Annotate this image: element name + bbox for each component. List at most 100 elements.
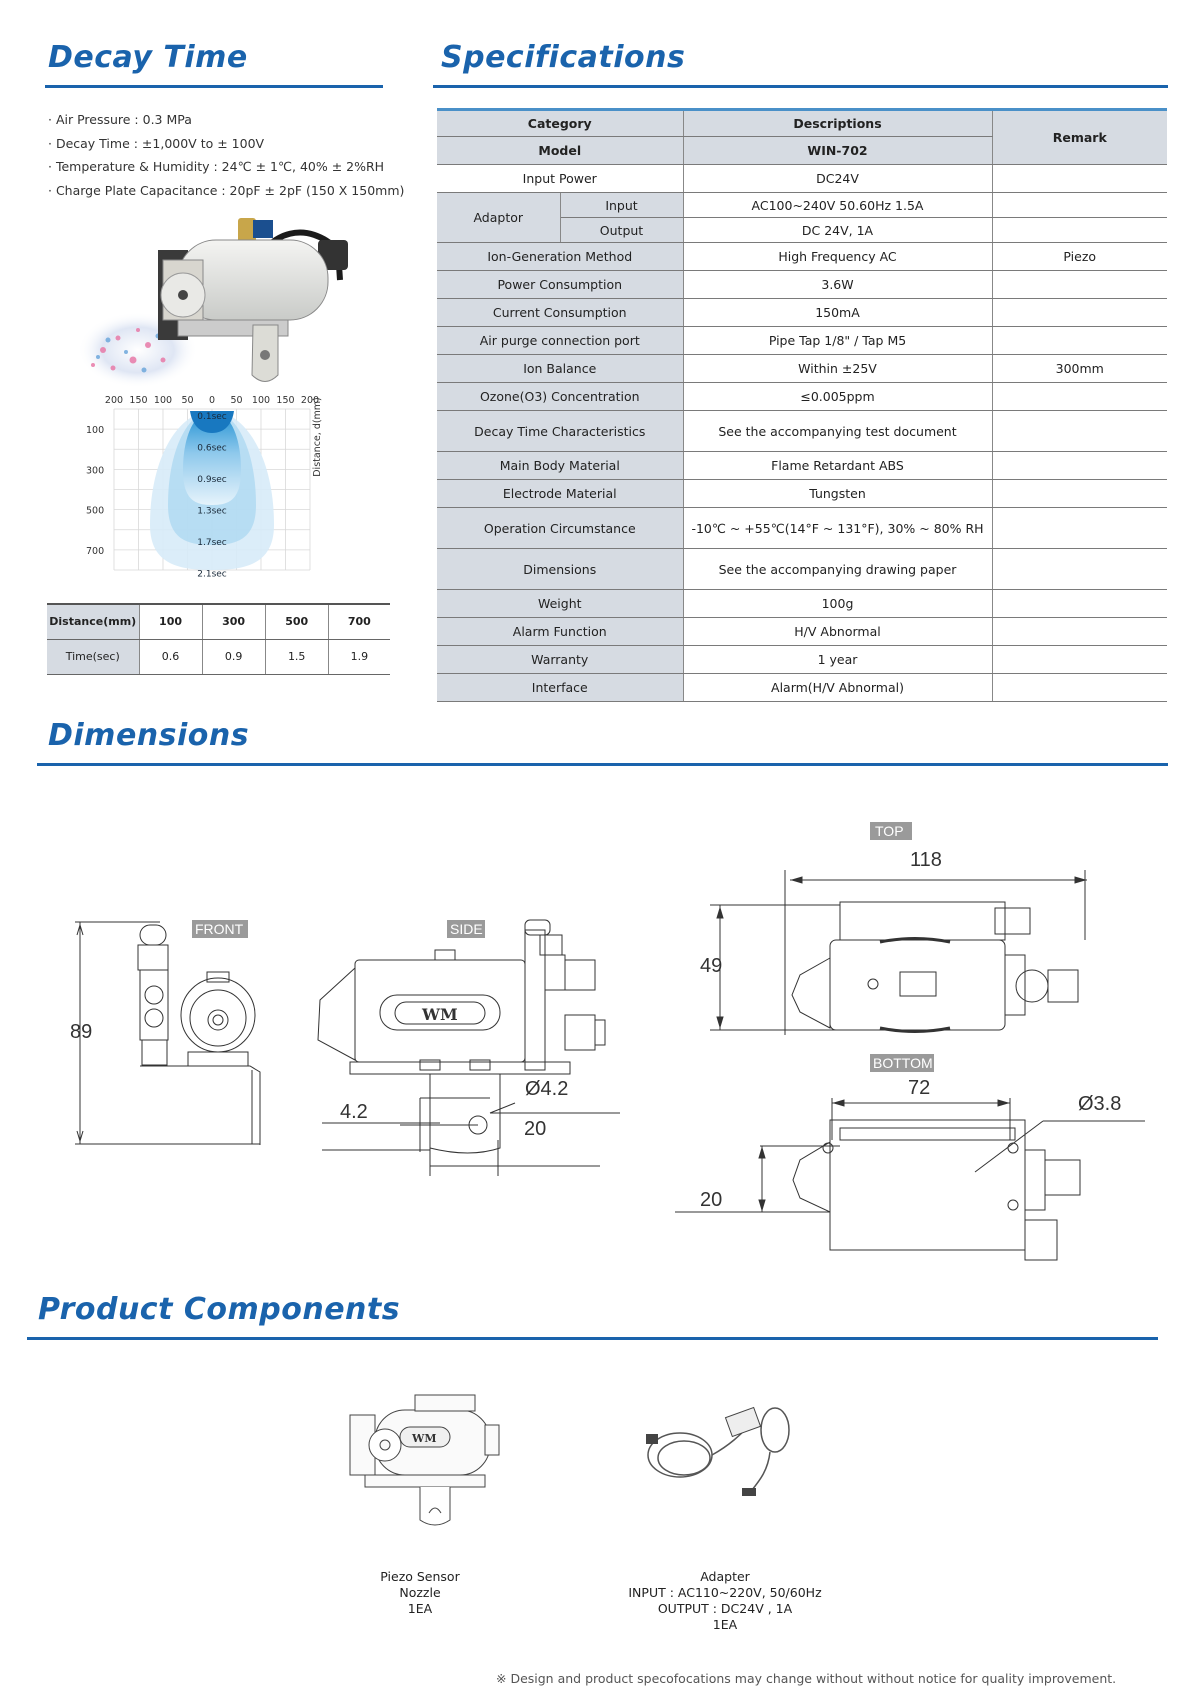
note-charge-plate: · Charge Plate Capacitance : 20pF ± 2pF … [48,182,405,198]
spec-remark [992,451,1167,480]
spec-value: ≤0.005ppm [683,382,993,411]
side-view [317,919,620,1176]
spec-adaptor-input-row: Adaptor Input AC100~240V 50.60Hz 1.5A [437,192,1167,243]
spec-model-value: WIN-702 [683,136,993,165]
front-tag: FRONT [195,921,244,937]
chart-ylabel: Distance, d(mm) [312,397,323,477]
note-decay-time: · Decay Time : ±1,000V to ± 100V [48,135,265,151]
spec-row: Operation Circumstance-10℃ ~ +55℃(14°F ~… [437,507,1167,549]
decay-notes: · Air Pressure : 0.3 MPa · Decay Time : … [48,108,404,202]
spec-remark: 300mm [992,354,1167,383]
spec-remark [992,270,1167,299]
side-tag-bg [447,920,485,938]
spec-adaptor-output-label: Output [560,217,684,243]
note-air-pressure: · Air Pressure : 0.3 MPa [48,112,192,127]
adapter-brick [724,1406,762,1438]
decay-annotation: 0.9sec [197,475,227,485]
x-tick-label: 100 [252,395,270,406]
spec-remark-header: Remark [992,108,1167,165]
dimensions-title-rule [37,763,1168,766]
spec-label: Power Consumption [437,270,684,299]
decay-header-cell: 100 [139,603,203,640]
y-tick-label: 100 [86,425,104,436]
spec-label: Decay Time Characteristics [437,410,684,452]
decay-header-cell: Distance(mm) [47,603,140,640]
top-view [710,870,1087,1035]
adapter-plug [646,1434,658,1444]
decay-annotation: 2.1sec [197,570,227,580]
spec-remark [992,382,1167,411]
dimension-drawings: FRONT SIDE TOP BOTTOM 89 4.2 Ø4.2 20 118… [70,822,1145,1261]
spec-value: DC24V [683,164,993,193]
decay-annotation: 1.7sec [197,538,227,548]
piezo-sensor-drawing: WM [349,1394,500,1526]
decay-value-cell: 0.9 [202,639,266,675]
specifications-table: Category Descriptions Remark Model WIN-7… [437,108,1167,702]
spec-adaptor-output-value: DC 24V, 1A [683,217,993,243]
sensor-logo: WM [411,1432,437,1445]
spec-remark [992,507,1167,549]
dimensions-title: Dimensions [48,718,250,753]
bottom-tag-bg [870,1054,934,1072]
spec-value: See the accompanying test document [683,410,993,452]
bottom-view [675,1098,1145,1261]
decay-value-cell: 1.9 [328,639,390,675]
dim-phi-3-8: Ø3.8 [1078,1093,1121,1115]
side-tag: SIDE [450,921,483,937]
adapter-name: Adapter [700,1569,750,1584]
adapter-output: OUTPUT : DC24V , 1A [657,1601,793,1616]
adapter-label: Adapter INPUT : AC110~220V, 50/60Hz OUTP… [600,1569,850,1633]
decay-annotation: 0.6sec [197,444,227,454]
spec-value: Pipe Tap 1/8" / Tap M5 [683,326,993,355]
decay-time-title: Decay Time [48,40,248,75]
spec-label: Ozone(O3) Concentration [437,382,684,411]
spec-remark: Piezo [992,242,1167,271]
y-tick-label: 500 [86,506,104,517]
x-tick-label: 100 [154,395,172,406]
decay-value-cell: Time(sec) [47,639,140,675]
spec-remark [992,479,1167,508]
sensor-qty: 1EA [407,1601,433,1616]
spec-remark [992,326,1167,355]
spec-label: Input Power [437,164,684,193]
spec-label: Electrode Material [437,479,684,508]
x-tick-label: 200 [105,395,123,406]
sensor-part: Nozzle [399,1585,441,1600]
decay-annotation: 0.1sec [197,412,227,422]
spec-header-row: Category Descriptions Remark [437,108,1167,165]
spec-remark [992,589,1167,618]
dim-20-bottom: 20 [700,1189,722,1211]
spec-value: See the accompanying drawing paper [683,548,993,590]
decay-header-row: Distance(mm) 100 300 500 700 [47,603,390,640]
components-title: Product Components [38,1292,401,1327]
spec-value: Alarm(H/V Abnormal) [683,673,993,702]
side-logo: WM [421,1005,458,1024]
decay-value-row: Time(sec) 0.6 0.9 1.5 1.9 [47,639,390,675]
note-temperature-humidity: · Temperature & Humidity : 24℃ ± 1℃, 40%… [48,159,385,174]
spec-label: Interface [437,673,684,702]
decay-header-cell: 300 [202,603,266,640]
spec-descriptions-header: Descriptions [683,108,993,137]
spec-title-rule [433,85,1168,88]
x-tick-label: 150 [129,395,147,406]
spec-remark [992,298,1167,327]
top-tag-bg [870,822,912,840]
spec-label: Ion-Generation Method [437,242,684,271]
top-tag: TOP [875,823,904,839]
x-tick-label: 200 [301,395,319,406]
adapter-connector [742,1488,756,1496]
dim-height-49: 49 [700,955,722,977]
